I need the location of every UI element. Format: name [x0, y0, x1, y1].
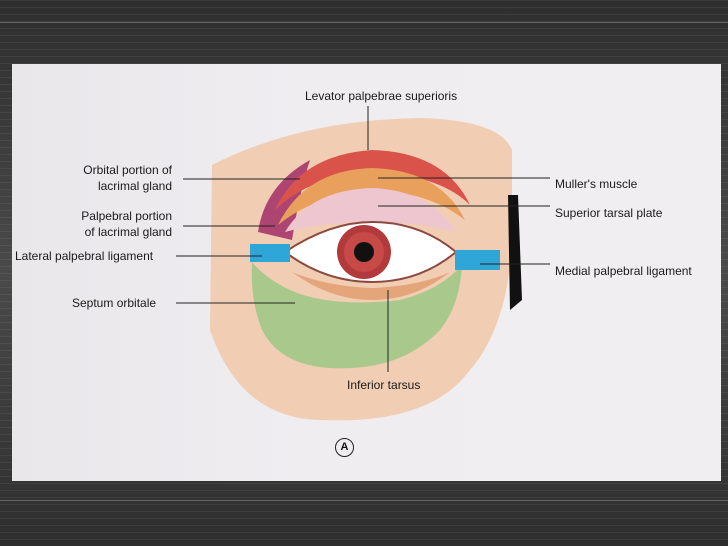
label-inferior-tarsus: Inferior tarsus — [347, 378, 421, 392]
septum-orbitale-region — [251, 262, 462, 369]
medial-canthus-shadow — [508, 195, 522, 310]
medial-ligament-shape — [455, 250, 500, 270]
figure-marker: A — [335, 438, 354, 457]
label-medial-ligament: Medial palpebral ligament — [555, 264, 692, 278]
label-palpebral-portion-2: of lacrimal gland — [84, 225, 172, 239]
label-orbital-portion-2: lacrimal gland — [97, 179, 172, 193]
lateral-ligament-shape — [250, 244, 290, 262]
levator-muscle — [275, 150, 470, 210]
pupil — [354, 242, 374, 262]
label-septum: Septum orbitale — [72, 296, 157, 310]
decorative-line-bottom — [0, 500, 728, 501]
decorative-line-top — [0, 22, 728, 23]
label-muller: Muller's muscle — [555, 177, 638, 191]
label-levator: Levator palpebrae superioris — [305, 89, 458, 103]
label-orbital-portion-1: Orbital portion of — [83, 163, 172, 177]
label-superior-tarsal: Superior tarsal plate — [555, 206, 663, 220]
muller-muscle — [278, 168, 465, 225]
label-lateral-ligament: Lateral palpebral ligament — [15, 249, 154, 263]
label-palpebral-portion-1: Palpebral portion — [81, 209, 172, 223]
inferior-tarsus-shape — [292, 272, 450, 300]
superior-tarsal-plate — [285, 188, 456, 232]
